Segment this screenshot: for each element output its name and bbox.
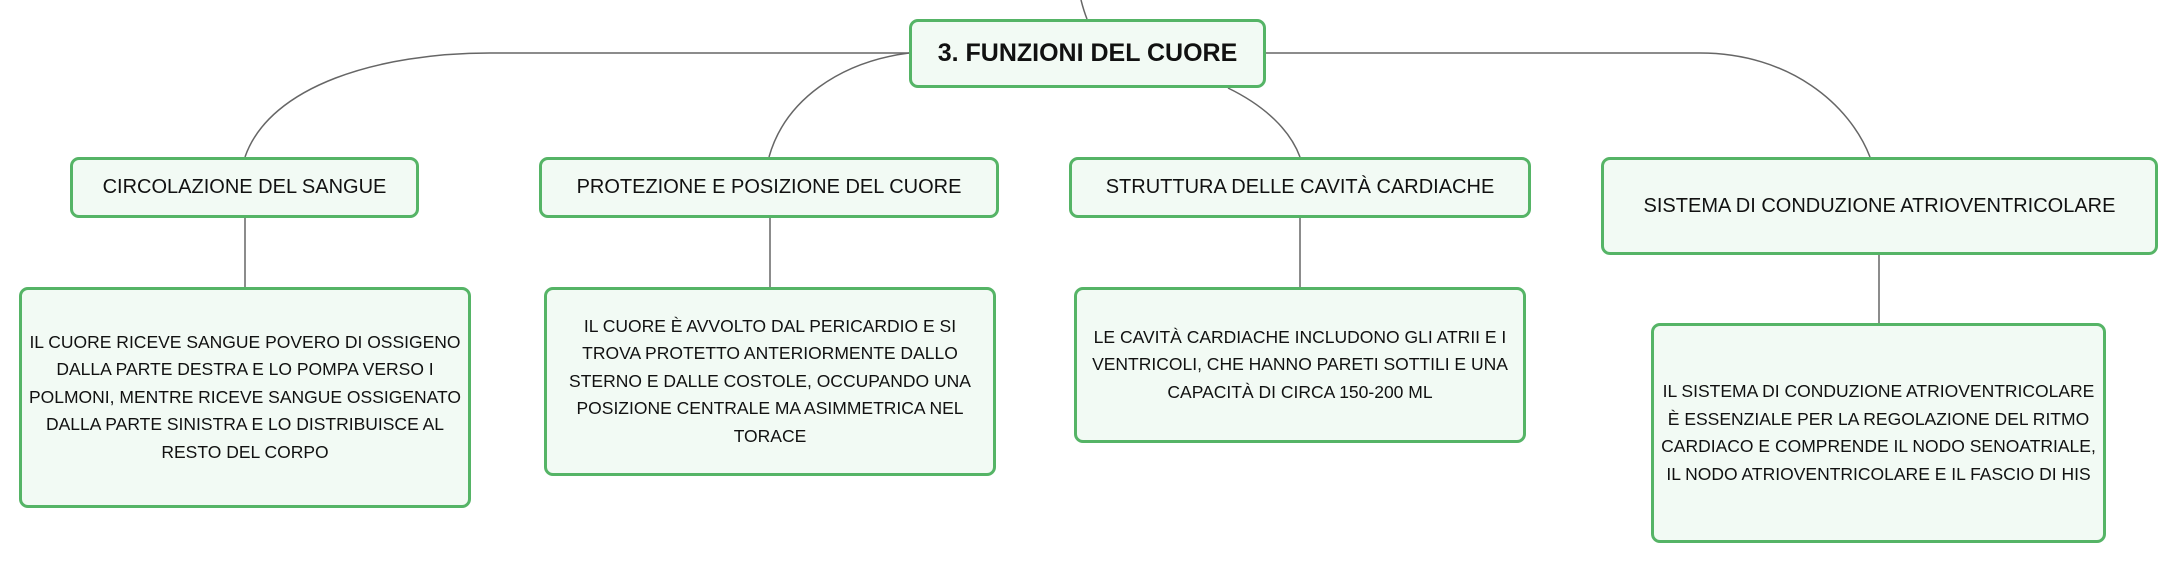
topic-node-label: PROTEZIONE E POSIZIONE DEL CUORE [576, 176, 962, 198]
detail-node-text: IL SISTEMA DI CONDUZIONE ATRIOVENTRICOLA… [1661, 381, 2096, 484]
topic-node-label: CIRCOLAZIONE DEL SANGUE [102, 176, 387, 198]
connector-parent-root [1080, 0, 1088, 20]
detail-node-circolazione[interactable]: IL CUORE RICEVE SANGUE POVERO DI OSSIGEN… [19, 287, 471, 508]
detail-node-sistema[interactable]: IL SISTEMA DI CONDUZIONE ATRIOVENTRICOLA… [1651, 323, 2106, 543]
topic-node-circolazione[interactable]: CIRCOLAZIONE DEL SANGUE [70, 157, 419, 218]
topic-node-struttura[interactable]: STRUTTURA DELLE CAVITÀ CARDIACHE [1069, 157, 1531, 218]
topic-node-label: STRUTTURA DELLE CAVITÀ CARDIACHE [1105, 176, 1495, 198]
topic-node-sistema[interactable]: SISTEMA DI CONDUZIONE ATRIOVENTRICOLARE [1601, 157, 2158, 255]
connector-root-struttura [1227, 87, 1301, 158]
connector-root-circolazione [244, 52, 909, 158]
detail-node-text: IL CUORE È AVVOLTO DAL PERICARDIO E SI T… [569, 315, 971, 446]
topic-node-label: SISTEMA DI CONDUZIONE ATRIOVENTRICOLARE [1643, 194, 2116, 217]
topic-node-protezione[interactable]: PROTEZIONE E POSIZIONE DEL CUORE [539, 157, 999, 218]
detail-node-struttura[interactable]: LE CAVITÀ CARDIACHE INCLUDONO GLI ATRII … [1074, 287, 1526, 443]
root-node-label: 3. FUNZIONI DEL CUORE [937, 39, 1238, 67]
detail-node-protezione[interactable]: IL CUORE È AVVOLTO DAL PERICARDIO E SI T… [544, 287, 996, 476]
root-node[interactable]: 3. FUNZIONI DEL CUORE [909, 19, 1266, 88]
connector-root-sistema [1266, 52, 1871, 158]
detail-node-text: IL CUORE RICEVE SANGUE POVERO DI OSSIGEN… [28, 331, 462, 462]
detail-node-text: LE CAVITÀ CARDIACHE INCLUDONO GLI ATRII … [1092, 326, 1508, 402]
connector-root-protezione [768, 52, 910, 158]
